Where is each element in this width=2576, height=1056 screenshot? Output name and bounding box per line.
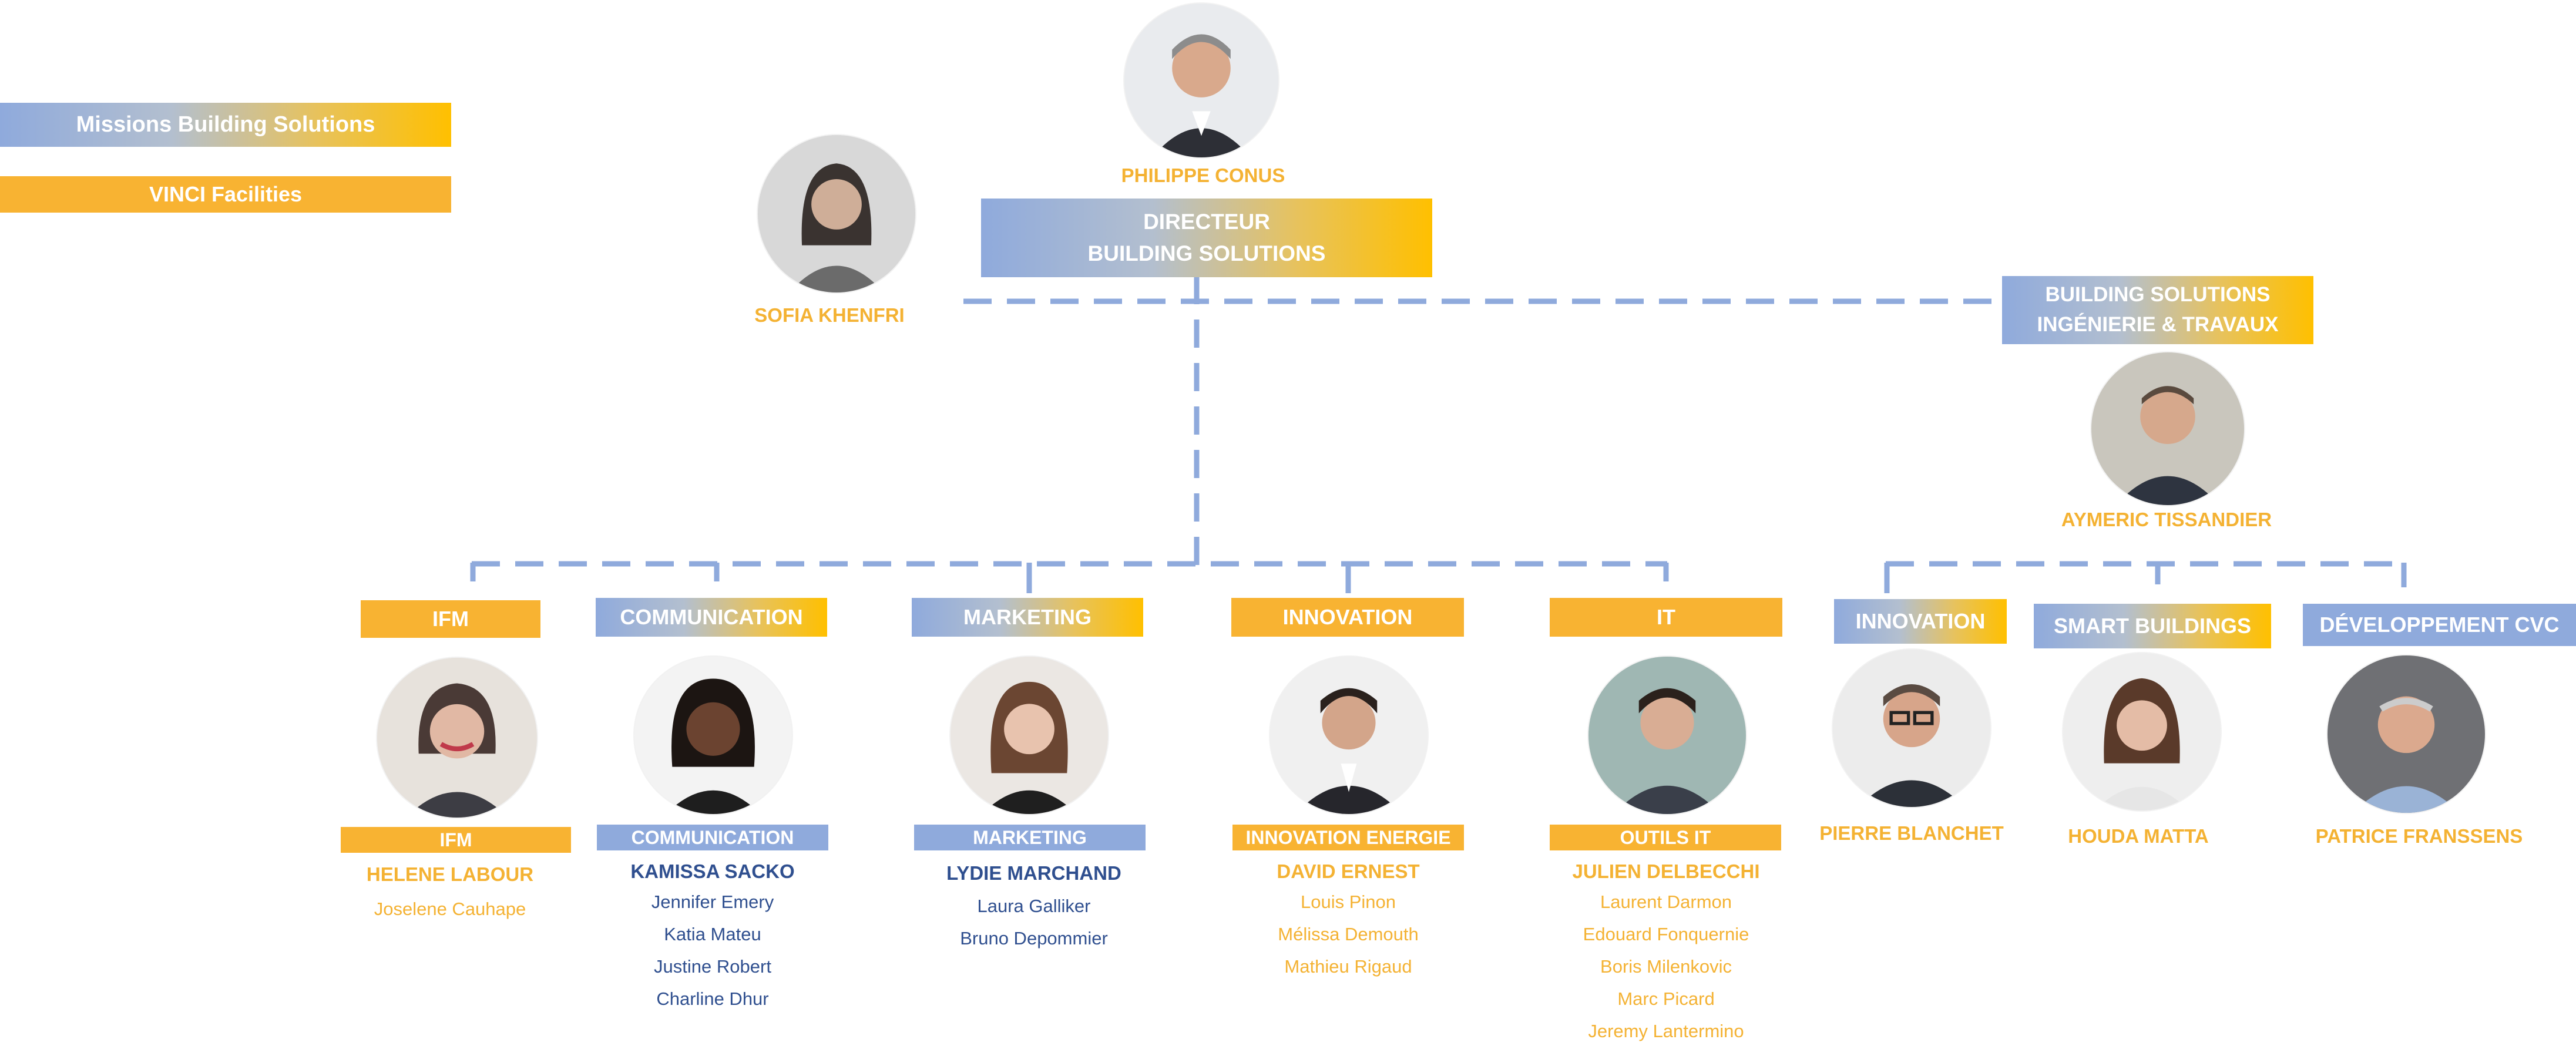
name-aymeric-tissandier: AYMERIC TISSANDIER [2061,509,2272,530]
lead-david-ernest: DAVID ERNEST [1277,860,1420,882]
name-houda-matta: HOUDA MATTA [2068,825,2209,847]
bsit-dept-header-smart-buildings: SMART BUILDINGS [2034,604,2271,648]
photo-david-ernest [1270,657,1428,814]
director-title-box: DIRECTEUR BUILDING SOLUTIONS [981,199,1432,277]
team-label-outils-it-text: OUTILS IT [1620,826,1711,848]
member-jeremy-lantermino: Jeremy Lantermino [1588,1021,1744,1041]
member-edouard-fonquernie: Edouard Fonquernie [1583,924,1749,944]
team-label-innovation-energie-text: INNOVATION ENERGIE [1245,826,1451,848]
dept-header-marketing: MARKETING [912,598,1143,637]
lead-lydie-marchand: LYDIE MARCHAND [946,862,1121,884]
member-laura-galliker: Laura Galliker [977,896,1091,916]
lead-kamissa-sacko: KAMISSA SACKO [630,860,795,882]
dept-header-innovation: INNOVATION [1231,598,1464,637]
photo-kamissa-sacko [634,657,792,814]
bsit-dept-header-developpement-cvc-label: DÉVELOPPEMENT CVC [2319,612,2560,637]
photo-helene-labour [377,658,537,818]
member-laurent-darmon: Laurent Darmon [1600,892,1732,912]
bsit-title-line1: BUILDING SOLUTIONS [2045,283,2271,307]
member-charline-dhur: Charline Dhur [656,988,769,1009]
team-label-marketing-text: MARKETING [973,826,1087,848]
dept-header-marketing-label: MARKETING [963,604,1091,629]
legend-vinci-label: VINCI Facilities [149,181,303,206]
team-label-ifm: IFM [341,827,571,853]
lead-helene-labour: HELENE LABOUR [366,863,534,885]
bsit-dept-header-innovation-label: INNOVATION [1855,608,1986,633]
name-patrice-franssens: PATRICE FRANSSENS [2315,825,2523,847]
team-label-marketing: MARKETING [914,825,1146,850]
dept-header-ifm-label: IFM [432,606,469,631]
photo-aymeric-tissandier [2091,352,2244,505]
member-justine-robert: Justine Robert [654,956,771,977]
team-label-outils-it: OUTILS IT [1550,825,1781,850]
director-title-line2: BUILDING SOLUTIONS [1087,241,1326,265]
bsit-title-line2: INGÉNIERIE & TRAVAUX [2037,313,2279,336]
name-pierre-blanchet: PIERRE BLANCHET [1819,822,2004,844]
bsit-title-box: BUILDING SOLUTIONS INGÉNIERIE & TRAVAUX [2002,276,2313,344]
photo-patrice-franssens [2328,655,2485,813]
name-philippe-conus: PHILIPPE CONUS [1121,164,1285,186]
photo-philippe-conus [1124,4,1278,157]
photo-sofia-khenfri [758,135,915,292]
dept-header-it-label: IT [1657,604,1675,629]
member-jennifer-emery: Jennifer Emery [651,892,774,912]
dept-header-innovation-label: INNOVATION [1282,604,1413,629]
legend-vinci-facilities: VINCI Facilities [0,176,451,213]
member-marc-picard: Marc Picard [1617,988,1715,1009]
team-label-ifm-text: IFM [439,829,472,850]
team-label-innovation-energie: INNOVATION ENERGIE [1232,825,1464,850]
photo-lydie-marchand [951,657,1108,814]
name-sofia-khenfri: SOFIA KHENFRI [754,304,905,326]
photo-houda-matta [2063,653,2221,811]
team-label-communication-text: COMMUNICATION [631,826,794,848]
legend-missions-label: Missions Building Solutions [76,112,375,137]
member-joselene-cauhape: Joselene Cauhape [374,899,526,919]
dept-header-it: IT [1550,598,1782,637]
director-title-line1: DIRECTEUR [1143,210,1270,234]
photo-julien-delbecchi [1588,657,1746,814]
member-melissa-demouth: Mélissa Demouth [1278,924,1419,944]
bsit-dept-header-developpement-cvc: DÉVELOPPEMENT CVC [2303,604,2576,646]
member-mathieu-rigaud: Mathieu Rigaud [1284,956,1412,977]
dept-header-communication: COMMUNICATION [596,598,827,637]
member-katia-mateu: Katia Mateu [664,924,761,944]
team-label-communication: COMMUNICATION [597,825,828,850]
member-bruno-depommier: Bruno Depommier [960,928,1108,949]
member-boris-milenkovic: Boris Milenkovic [1600,956,1732,977]
bsit-dept-header-innovation: INNOVATION [1834,599,2007,644]
legend-missions-building-solutions: Missions Building Solutions [0,103,451,147]
dept-header-communication-label: COMMUNICATION [620,604,803,629]
bsit-dept-header-smart-buildings-label: SMART BUILDINGS [2054,613,2251,638]
member-louis-pinon: Louis Pinon [1300,892,1396,912]
photo-pierre-blanchet [1833,650,1990,807]
lead-julien-delbecchi: JULIEN DELBECCHI [1572,860,1760,882]
dept-header-ifm: IFM [361,600,540,638]
